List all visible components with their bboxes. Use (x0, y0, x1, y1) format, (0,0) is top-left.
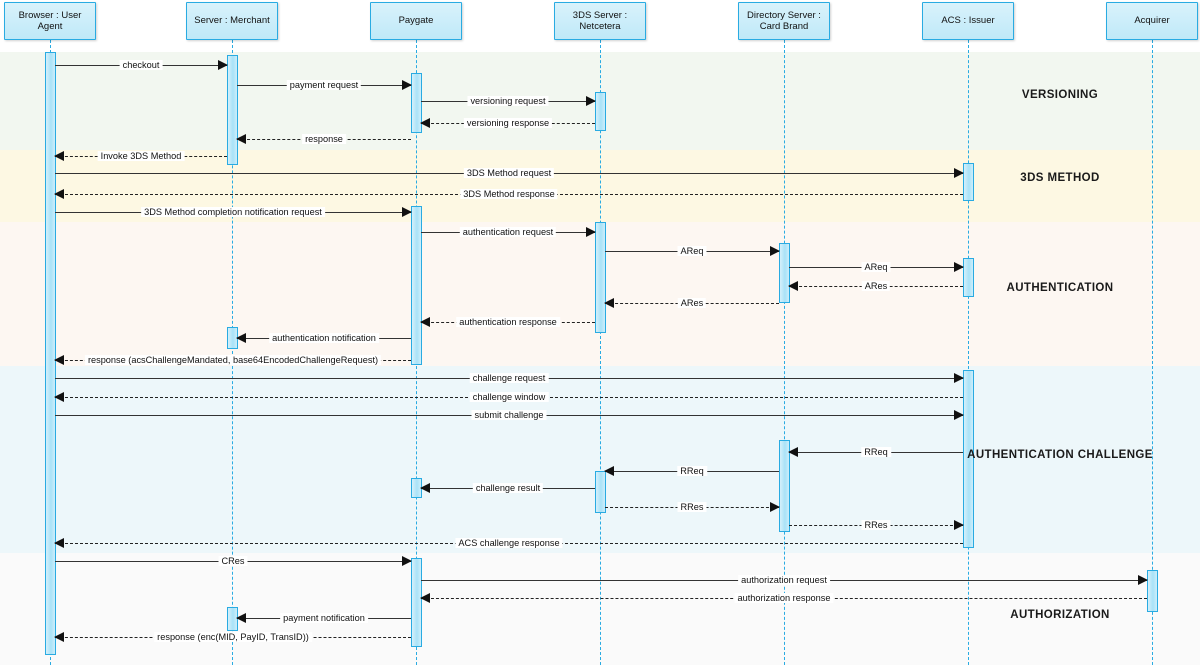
participant-box-acs[interactable]: ACS : Issuer (922, 2, 1014, 40)
arrowhead-icon (788, 281, 798, 291)
activation-bar-directory (779, 243, 790, 303)
participant-box-acquirer[interactable]: Acquirer (1106, 2, 1198, 40)
arrowhead-icon (54, 189, 64, 199)
arrowhead-icon (54, 538, 64, 548)
arrowhead-icon (402, 80, 412, 90)
phase-label-authentication-challenge: AUTHENTICATION CHALLENGE (967, 449, 1153, 461)
message-label: RRes (677, 502, 707, 512)
activation-bar-threeds (595, 92, 606, 131)
arrowhead-icon (420, 317, 430, 327)
arrowhead-icon (604, 466, 614, 476)
activation-bar-paygate (411, 73, 422, 133)
message-label: response (enc(MID, PayID, TransID)) (154, 632, 312, 642)
message-label: payment request (286, 80, 362, 90)
message-label: Invoke 3DS Method (97, 151, 185, 161)
activation-bar-merchant (227, 55, 238, 165)
arrowhead-icon (54, 355, 64, 365)
activation-bar-acs (963, 163, 974, 201)
message-label: versioning request (467, 96, 549, 106)
message-label: ARes (861, 281, 891, 291)
participant-box-merchant[interactable]: Server : Merchant (186, 2, 278, 40)
arrowhead-icon (586, 227, 596, 237)
message-label: challenge window (469, 392, 549, 402)
message-label: authentication response (456, 317, 560, 327)
arrowhead-icon (236, 333, 246, 343)
arrowhead-icon (770, 246, 780, 256)
message-label: CRes (218, 556, 248, 566)
activation-bar-threeds (595, 471, 606, 513)
phase-label-authentication: AUTHENTICATION (1006, 282, 1114, 294)
message-label: ACS challenge response (455, 538, 563, 548)
phase-label-authorization: AUTHORIZATION (1010, 609, 1110, 621)
arrowhead-icon (604, 298, 614, 308)
arrowhead-icon (954, 373, 964, 383)
lifeline-acquirer (1152, 40, 1153, 665)
message-label: challenge request (469, 373, 549, 383)
lifeline-acs (968, 40, 969, 665)
arrowhead-icon (218, 60, 228, 70)
message-label: RRes (861, 520, 891, 530)
participant-box-threeds[interactable]: 3DS Server : Netcetera (554, 2, 646, 40)
message-label: RReq (861, 447, 891, 457)
activation-bar-acs (963, 258, 974, 297)
arrowhead-icon (236, 134, 246, 144)
participant-box-browser[interactable]: Browser : User Agent (4, 2, 96, 40)
message-label: challenge result (472, 483, 544, 493)
message-label: versioning response (463, 118, 553, 128)
arrowhead-icon (954, 168, 964, 178)
activation-bar-browser (45, 52, 56, 655)
message-label: payment notification (280, 613, 368, 623)
lifeline-directory (784, 40, 785, 665)
message-label: 3DS Method request (463, 168, 555, 178)
arrowhead-icon (954, 262, 964, 272)
message-label: AReq (677, 246, 707, 256)
message-label: authorization request (738, 575, 830, 585)
activation-bar-paygate (411, 206, 422, 365)
activation-bar-threeds (595, 222, 606, 333)
message-label: authentication request (459, 227, 557, 237)
arrowhead-icon (954, 520, 964, 530)
message-label: 3DS Method completion notification reque… (141, 207, 325, 217)
arrowhead-icon (402, 207, 412, 217)
arrowhead-icon (420, 593, 430, 603)
arrowhead-icon (54, 151, 64, 161)
message-label: authentication notification (269, 333, 379, 343)
participant-box-paygate[interactable]: Paygate (370, 2, 462, 40)
arrowhead-icon (586, 96, 596, 106)
message-label: 3DS Method response (460, 189, 558, 199)
activation-bar-acquirer (1147, 570, 1158, 612)
phase-label-versioning: VERSIONING (1021, 89, 1099, 101)
activation-bar-acs (963, 370, 974, 548)
message-label: ARes (677, 298, 707, 308)
participant-box-directory[interactable]: Directory Server : Card Brand (738, 2, 830, 40)
arrowhead-icon (1138, 575, 1148, 585)
message-label: response (302, 134, 346, 144)
arrowhead-icon (770, 502, 780, 512)
message-label: checkout (119, 60, 163, 70)
arrowhead-icon (420, 483, 430, 493)
message-label: RReq (677, 466, 707, 476)
phase-label-3ds-method: 3DS METHOD (1020, 172, 1100, 184)
lifeline-merchant (232, 40, 233, 665)
arrowhead-icon (402, 556, 412, 566)
message-label: submit challenge (471, 410, 547, 420)
arrowhead-icon (788, 447, 798, 457)
arrowhead-icon (54, 392, 64, 402)
arrowhead-icon (54, 632, 64, 642)
arrowhead-icon (236, 613, 246, 623)
message-label: AReq (861, 262, 891, 272)
arrowhead-icon (420, 118, 430, 128)
arrowhead-icon (954, 410, 964, 420)
activation-bar-directory (779, 440, 790, 532)
message-label: authorization response (734, 593, 834, 603)
lifeline-threeds (600, 40, 601, 665)
message-label: response (acsChallengeMandated, base64En… (84, 355, 382, 365)
